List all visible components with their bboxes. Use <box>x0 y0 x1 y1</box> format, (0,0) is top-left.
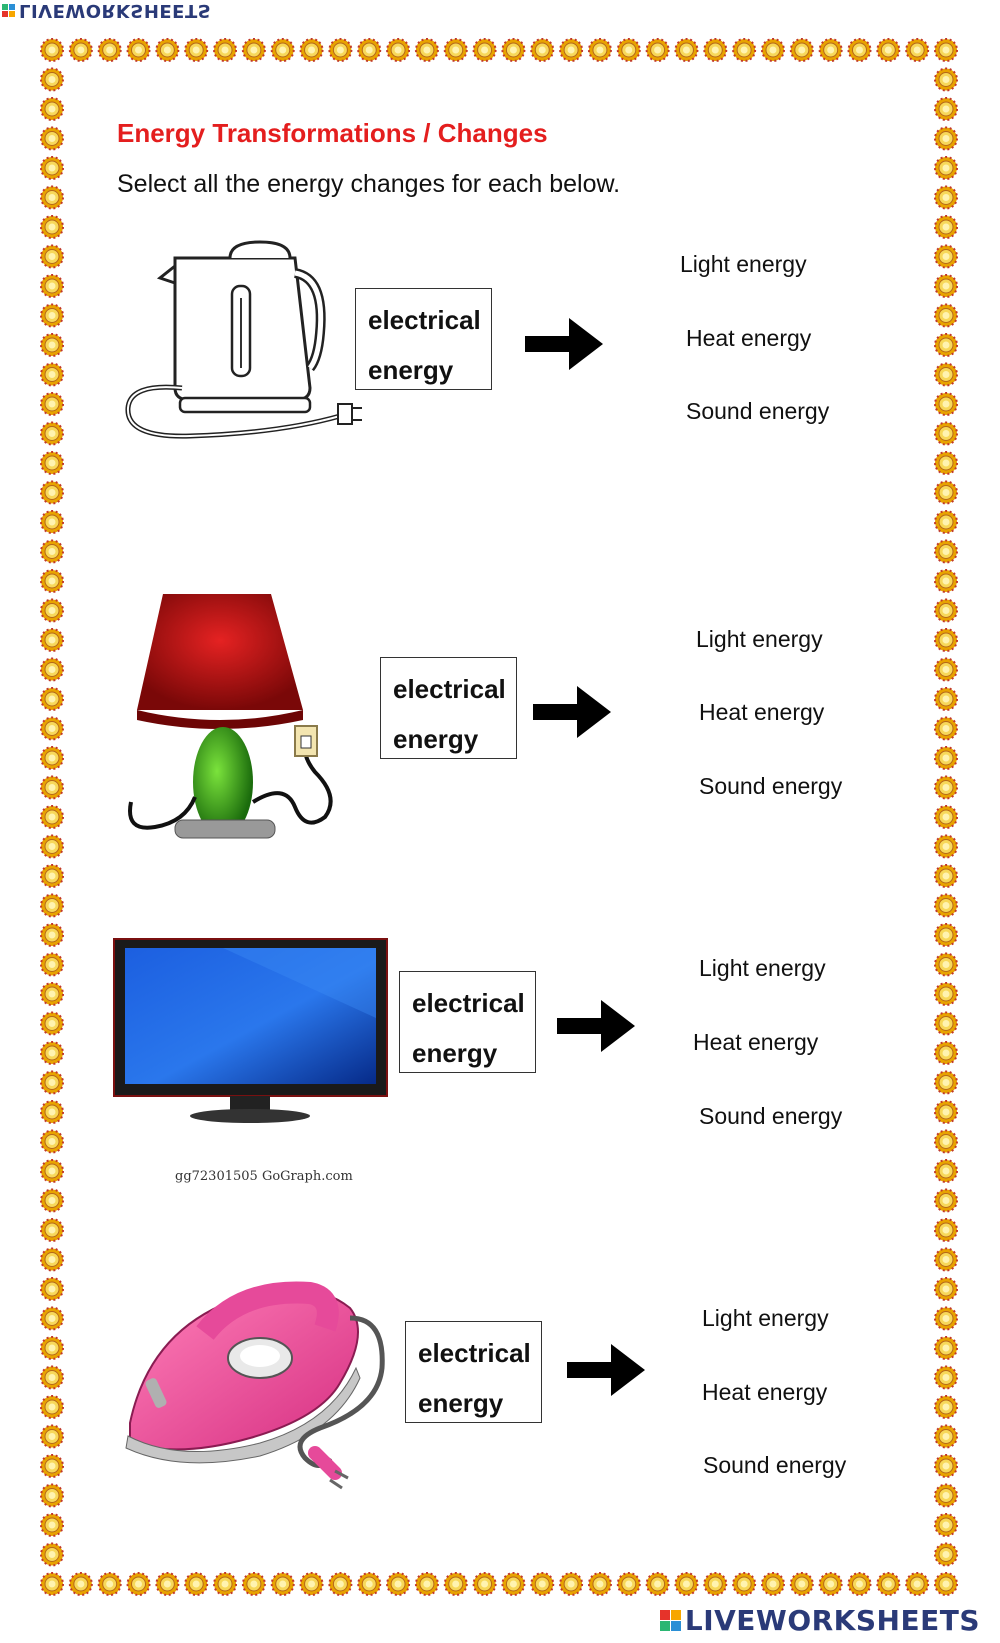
option-sound-energy[interactable]: Sound energy <box>686 398 830 424</box>
brand-logo-top: LIVEWORKSHEETS <box>2 0 211 21</box>
television-image <box>113 938 388 1123</box>
input-energy-label: electrical <box>368 305 481 335</box>
iron-image <box>125 1281 385 1490</box>
brand-logo-bottom: LIVEWORKSHEETS <box>659 1604 980 1637</box>
option-light-energy[interactable]: Light energy <box>702 1305 829 1331</box>
option-heat-energy[interactable]: Heat energy <box>702 1379 828 1405</box>
kettle-image <box>125 240 362 439</box>
input-energy-box-4: electrical energy <box>405 1321 542 1423</box>
input-energy-box-2: electrical energy <box>380 657 517 759</box>
option-heat-energy[interactable]: Heat energy <box>699 699 825 725</box>
input-energy-label: energy <box>412 1038 498 1068</box>
right-arrow-icon <box>567 1344 645 1396</box>
image-credit: gg72301505 GoGraph.com <box>175 1169 353 1184</box>
input-energy-label: energy <box>418 1388 504 1418</box>
input-energy-label: energy <box>368 355 454 385</box>
option-sound-energy[interactable]: Sound energy <box>703 1452 847 1478</box>
input-energy-box-1: electrical energy <box>355 288 492 390</box>
input-energy-label: electrical <box>412 988 525 1018</box>
input-energy-label: electrical <box>418 1338 531 1368</box>
option-light-energy[interactable]: Light energy <box>680 251 807 277</box>
worksheet-instruction: Select all the energy changes for each b… <box>117 170 621 198</box>
lamp-image <box>128 594 333 839</box>
input-energy-label: energy <box>393 724 479 754</box>
worksheet-title: Energy Transformations / Changes <box>117 118 548 148</box>
option-light-energy[interactable]: Light energy <box>699 955 826 981</box>
brand-name-top: LIVEWORKSHEETS <box>19 0 212 21</box>
right-arrow-icon <box>525 318 603 370</box>
option-light-energy[interactable]: Light energy <box>696 626 823 652</box>
brand-name-bottom: LIVEWORKSHEETS <box>684 1604 980 1637</box>
brand-logo-icon <box>659 1610 681 1631</box>
brand-logo-icon <box>2 4 15 17</box>
option-heat-energy[interactable]: Heat energy <box>686 325 812 351</box>
option-sound-energy[interactable]: Sound energy <box>699 773 843 799</box>
right-arrow-icon <box>557 1000 635 1052</box>
option-sound-energy[interactable]: Sound energy <box>699 1103 843 1129</box>
input-energy-label: electrical <box>393 674 506 704</box>
right-arrow-icon <box>533 686 611 738</box>
input-energy-box-3: electrical energy <box>399 971 536 1073</box>
option-heat-energy[interactable]: Heat energy <box>693 1029 819 1055</box>
